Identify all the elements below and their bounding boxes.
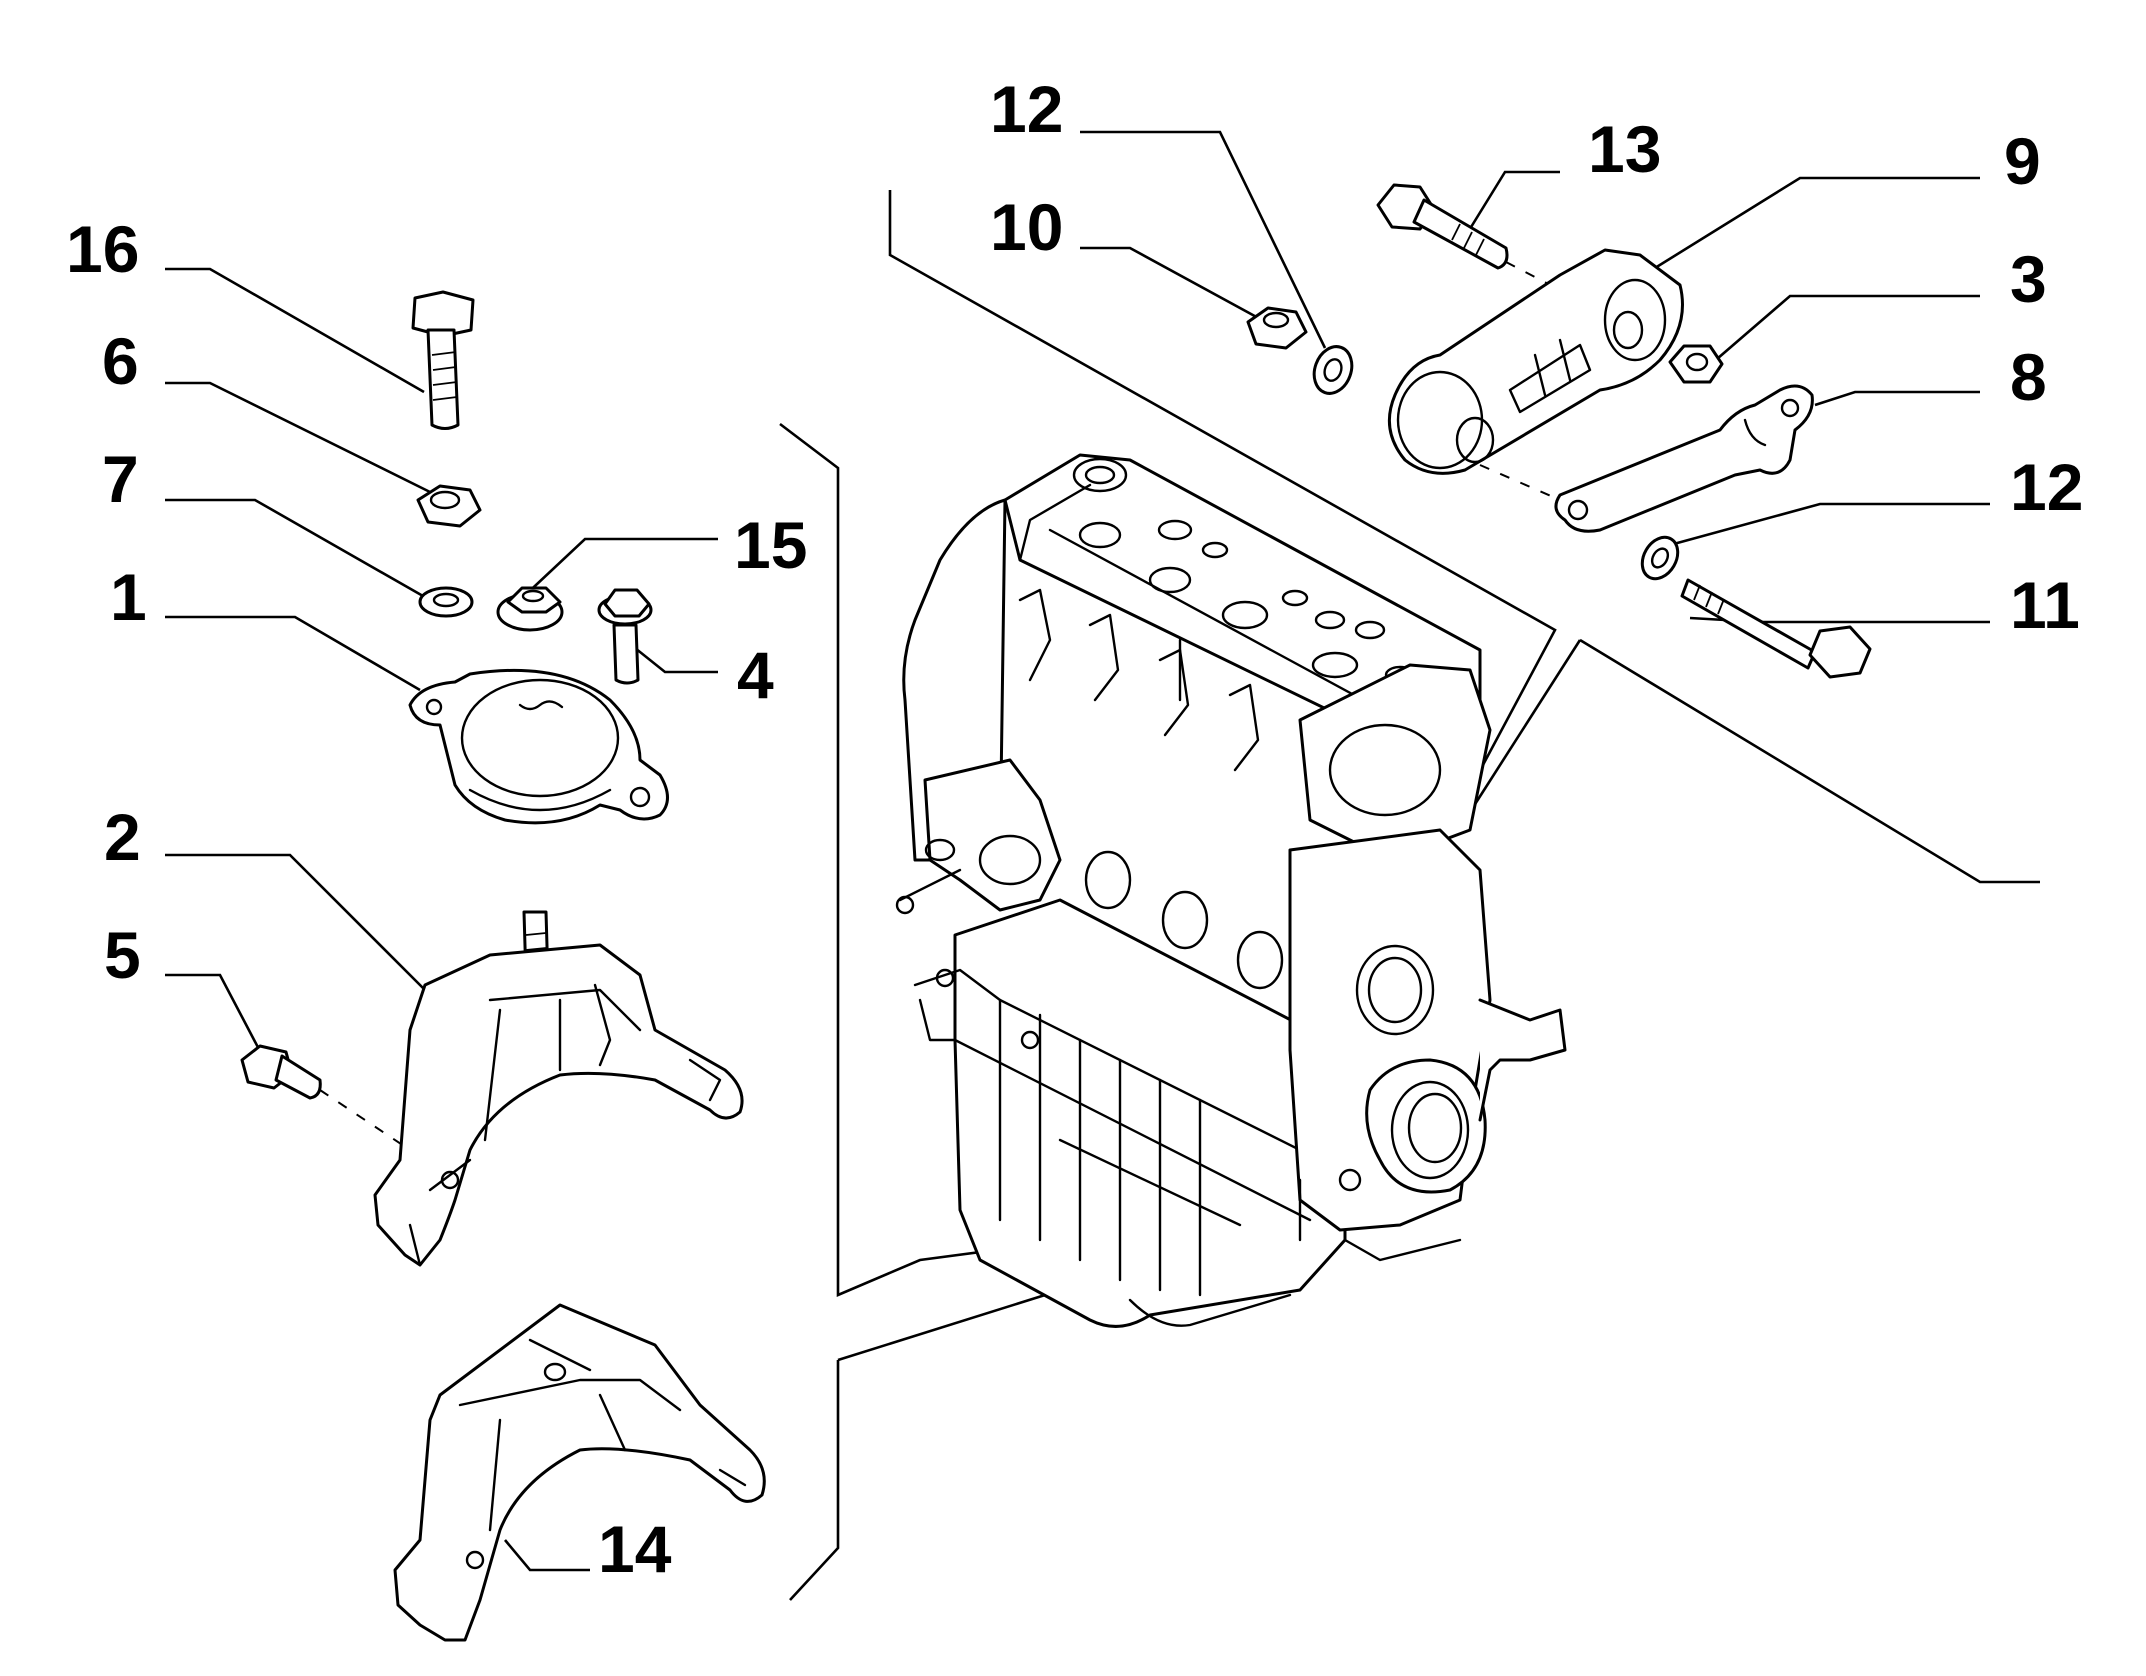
nut-3 xyxy=(1668,344,1724,384)
bolt-16 xyxy=(411,290,475,430)
callout-12-upper: 12 xyxy=(990,72,1063,146)
callout-6: 6 xyxy=(102,324,139,398)
upper-mount-1 xyxy=(408,668,669,825)
torque-rod-9 xyxy=(1387,248,1684,475)
bolt-13 xyxy=(1376,183,1561,291)
bolt-11 xyxy=(1680,578,1872,679)
nut-10 xyxy=(1246,306,1308,350)
engine-bracket-14 xyxy=(393,1303,766,1642)
engine-bracket-2 xyxy=(373,910,744,1267)
callout-7: 7 xyxy=(102,442,139,516)
washer-12-upper xyxy=(1312,345,1354,395)
callout-14: 14 xyxy=(598,1512,672,1586)
callout-labels: 16 6 7 1 15 4 2 5 14 12 10 13 9 3 8 12 1… xyxy=(66,72,2083,1586)
callout-10: 10 xyxy=(990,190,1063,264)
callout-2: 2 xyxy=(104,800,141,874)
washer-12-lower xyxy=(1640,535,1680,581)
callout-13: 13 xyxy=(1588,112,1661,186)
flange-nut-15 xyxy=(496,586,564,632)
callout-4: 4 xyxy=(737,638,774,712)
callout-1: 1 xyxy=(110,560,147,634)
callout-12-lower: 12 xyxy=(2010,450,2083,524)
nut-6 xyxy=(416,484,482,528)
callout-8: 8 xyxy=(2010,340,2047,414)
callout-15: 15 xyxy=(734,508,807,582)
callout-16: 16 xyxy=(66,212,139,286)
callout-11: 11 xyxy=(2010,568,2080,642)
assembly-axis-upper xyxy=(1479,464,1561,501)
callout-5: 5 xyxy=(104,918,141,992)
bracket-plate-8 xyxy=(1554,384,1814,533)
bolt-4 xyxy=(597,588,653,685)
callout-3: 3 xyxy=(2010,242,2047,316)
bolt-5 xyxy=(240,1044,411,1151)
engine-block xyxy=(895,453,1567,1328)
washer-7 xyxy=(418,586,474,618)
callout-9: 9 xyxy=(2004,124,2041,198)
